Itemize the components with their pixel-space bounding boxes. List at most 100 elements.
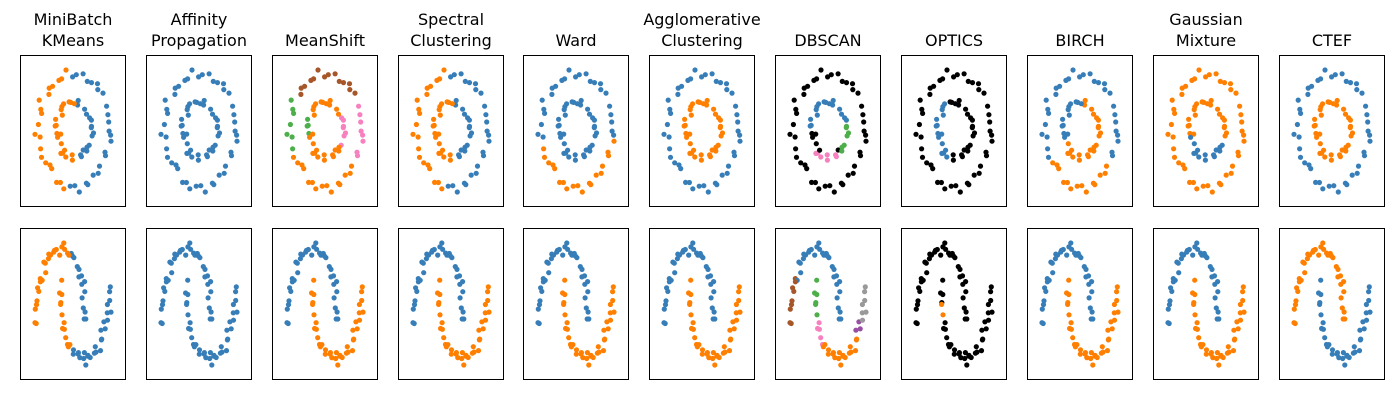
data-point — [60, 325, 66, 332]
data-point — [951, 74, 957, 80]
data-point — [76, 189, 82, 195]
data-point — [1343, 144, 1349, 150]
data-point — [830, 97, 836, 104]
data-point — [814, 312, 820, 318]
data-point — [601, 327, 607, 333]
data-point — [1194, 186, 1200, 192]
data-point — [1235, 326, 1241, 332]
data-point — [688, 244, 694, 250]
data-point — [436, 301, 442, 307]
data-point — [577, 264, 583, 270]
data-point — [821, 99, 827, 105]
data-point — [726, 348, 733, 354]
data-point — [699, 74, 705, 80]
data-point — [831, 274, 837, 280]
data-point — [1194, 320, 1200, 326]
data-point — [232, 128, 238, 134]
data-point — [1358, 336, 1364, 342]
data-point — [465, 354, 471, 361]
data-point — [1114, 289, 1120, 295]
data-point — [729, 90, 735, 96]
data-point — [607, 301, 613, 308]
data-point — [358, 119, 364, 125]
data-point — [1171, 106, 1177, 112]
panel-title-line: Agglomerative — [643, 10, 761, 29]
data-point — [1208, 97, 1214, 104]
data-point — [185, 244, 191, 250]
data-point — [63, 154, 69, 160]
data-point — [1095, 80, 1102, 86]
data-point — [61, 320, 67, 326]
data-point — [63, 335, 69, 341]
data-point — [1305, 91, 1311, 97]
panel-title-line: MeanShift — [285, 31, 365, 50]
data-point — [727, 327, 733, 333]
data-point — [1190, 179, 1196, 186]
data-point — [84, 148, 90, 154]
data-point — [70, 74, 76, 80]
data-point — [482, 301, 488, 308]
data-point — [309, 252, 315, 258]
data-point — [82, 309, 88, 315]
data-point — [919, 154, 926, 160]
data-point — [195, 157, 201, 163]
data-point — [1043, 288, 1049, 294]
data-point — [824, 157, 830, 163]
data-point — [289, 279, 295, 285]
data-point — [186, 325, 192, 332]
data-point — [81, 350, 87, 356]
data-point — [46, 251, 52, 257]
data-point — [675, 85, 681, 91]
data-point — [572, 152, 578, 158]
data-point — [704, 350, 710, 356]
scatter-plot — [1039, 240, 1121, 368]
data-point — [734, 112, 740, 118]
data-point — [1291, 131, 1297, 137]
data-point — [82, 106, 88, 112]
data-point — [196, 347, 203, 353]
data-point — [313, 186, 319, 192]
data-point — [452, 264, 458, 270]
data-point — [226, 90, 232, 96]
data-point — [159, 320, 165, 327]
data-point — [556, 122, 562, 128]
data-point — [1166, 320, 1172, 327]
data-point — [454, 274, 460, 280]
data-point — [1221, 80, 1228, 86]
data-point — [225, 336, 231, 342]
data-point — [100, 90, 106, 96]
data-point — [1064, 252, 1070, 258]
data-point — [67, 342, 73, 348]
data-point — [356, 301, 362, 308]
data-point — [1191, 141, 1197, 147]
data-point — [1291, 306, 1297, 312]
data-point — [450, 183, 456, 189]
data-point — [549, 85, 555, 91]
data-point — [944, 335, 950, 341]
data-point — [460, 309, 466, 315]
data-point — [940, 112, 946, 118]
data-point — [667, 146, 673, 152]
data-point — [1217, 144, 1223, 150]
panel-title-line: OPTICS — [924, 31, 984, 50]
data-point — [204, 152, 210, 158]
data-point — [453, 350, 459, 356]
data-point — [1214, 355, 1220, 362]
data-point — [853, 327, 859, 333]
data-point — [289, 134, 295, 140]
data-point — [1363, 301, 1369, 308]
data-point — [824, 152, 830, 158]
scatter-panel — [20, 55, 126, 207]
data-point — [562, 312, 568, 318]
data-point — [423, 256, 429, 262]
data-point — [1052, 256, 1058, 262]
data-point — [336, 148, 342, 154]
data-point — [1076, 152, 1082, 158]
data-point — [66, 99, 72, 105]
data-point — [857, 149, 863, 155]
data-point — [285, 302, 292, 308]
data-point — [1192, 291, 1198, 298]
data-point — [1295, 288, 1301, 294]
data-point — [474, 163, 481, 169]
data-point — [940, 312, 946, 318]
